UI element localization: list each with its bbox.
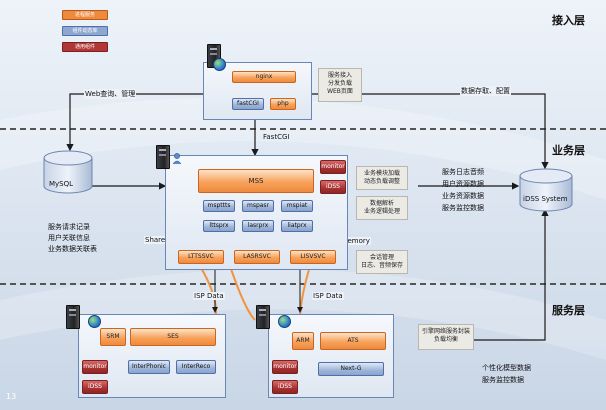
service-right-server-icon — [256, 305, 270, 329]
idss-system-note: 服务日志音频 用户资源数据 业务资源数据 服务监控数据 — [442, 166, 484, 214]
legend-process-service: 进程服务 — [62, 10, 108, 20]
legend-component-library: 组件动态库 — [62, 26, 108, 36]
access-note-line-3: WEB页面 — [327, 88, 353, 95]
service-left-server-icon — [66, 305, 80, 329]
component-lttsprx: lttsprx — [203, 220, 235, 232]
idss-system-label: iDSS System — [523, 195, 568, 203]
idss-system-database-icon — [519, 168, 573, 212]
service-lttssvc: LTTSSVC — [178, 250, 224, 264]
business-note-parsing-line-1: 数据解析 — [369, 200, 394, 207]
component-mspasr: mspasr — [242, 200, 274, 212]
page-number: 13 — [6, 392, 17, 401]
php-service: php — [270, 98, 296, 110]
srm-service: SRM — [100, 328, 126, 346]
service-right-note: 引擎网络服务封装 负载均衡 — [418, 324, 474, 350]
access-note: 服务接入 分发负载 WEB页面 — [318, 68, 362, 102]
layer-title-business: 业务层 — [552, 144, 585, 157]
mysql-label: MySQL — [49, 180, 74, 188]
service-right-note-line-2: 负载均衡 — [433, 336, 458, 343]
fastcgi-component: fastCGI — [232, 98, 264, 110]
link-label-isp-data-left: ISP Data — [193, 292, 225, 300]
link-label-isp-data-right: ISP Data — [312, 292, 344, 300]
access-note-line-2: 分发负载 — [327, 80, 352, 87]
mysql-database-icon — [43, 150, 93, 194]
business-note-parsing-line-2: 业务逻辑处理 — [363, 208, 400, 215]
layer-title-service: 服务层 — [552, 304, 585, 317]
nginx-service: nginx — [232, 71, 296, 83]
nextg-component: Next-G — [318, 362, 384, 376]
service-lisvsvc: LISVSVC — [290, 250, 336, 264]
business-note-loading-line-2: 动态负载调整 — [363, 178, 400, 185]
link-label-fastcgi: FastCGI — [263, 133, 290, 141]
business-note-loading-line-1: 业务模块加载 — [363, 170, 400, 177]
link-label-web-query: Web查询、管理 — [84, 89, 137, 99]
business-monitor: monitor — [320, 160, 346, 174]
component-liatprx: liatprx — [281, 220, 313, 232]
idss-system-note-line-1: 服务日志音频 — [442, 168, 484, 176]
layer-divider-bottom — [0, 283, 606, 285]
arm-service: ARM — [292, 332, 314, 350]
layer-title-access: 接入层 — [552, 14, 585, 27]
mysql-note-line-2: 用户关联信息 — [48, 234, 90, 242]
bottom-note-line-2: 服务监控数据 — [482, 376, 524, 384]
user-icon — [172, 153, 181, 164]
idss-system-note-line-2: 用户资源数据 — [442, 180, 484, 188]
mysql-note: 服务请求记录 用户关联信息 业务数据关联表 — [48, 222, 97, 255]
component-mspttts: mspttts — [203, 200, 235, 212]
mss-service: MSS — [198, 169, 314, 193]
link-label-data-access: 数据存取、配置 — [460, 86, 511, 96]
service-left-globe-icon — [88, 315, 101, 328]
business-note-session-line-1: 会话管理 — [369, 254, 394, 261]
service-left-monitor: monitor — [82, 360, 108, 374]
service-right-idss: iDSS — [272, 380, 298, 394]
service-right-note-line-1: 引擎网络服务封装 — [421, 328, 470, 335]
bottom-note-line-1: 个性化模型数据 — [482, 364, 531, 372]
component-mspiat: mspiat — [281, 200, 313, 212]
ses-service: SES — [130, 328, 216, 346]
business-idss: iDSS — [320, 180, 346, 194]
mysql-note-line-3: 业务数据关联表 — [48, 245, 97, 253]
globe-icon — [213, 58, 226, 71]
component-lasrprx: lasrprx — [242, 220, 274, 232]
business-note-session-line-2: 日志、音频保存 — [360, 262, 403, 269]
business-note-loading: 业务模块加载 动态负载调整 — [356, 166, 408, 190]
ats-service: ATS — [320, 332, 386, 350]
business-server-icon — [156, 145, 170, 169]
business-note-session: 会话管理 日志、音频保存 — [356, 250, 408, 274]
service-lasrsvc: LASRSVC — [234, 250, 280, 264]
mysql-note-line-1: 服务请求记录 — [48, 223, 90, 231]
interreco-component: InterReco — [176, 360, 216, 374]
interphonic-component: InterPhonic — [128, 360, 170, 374]
access-note-line-1: 服务接入 — [327, 72, 352, 79]
idss-system-note-line-3: 业务资源数据 — [442, 192, 484, 200]
service-left-idss: iDSS — [82, 380, 108, 394]
bottom-note: 个性化模型数据 服务监控数据 — [482, 362, 531, 386]
business-note-parsing: 数据解析 业务逻辑处理 — [356, 196, 408, 220]
service-right-globe-icon — [278, 315, 291, 328]
legend-common-component: 通用组件 — [62, 42, 108, 52]
idss-system-note-line-4: 服务监控数据 — [442, 204, 484, 212]
service-right-monitor: monitor — [272, 360, 298, 374]
layer-divider-top — [0, 128, 606, 130]
